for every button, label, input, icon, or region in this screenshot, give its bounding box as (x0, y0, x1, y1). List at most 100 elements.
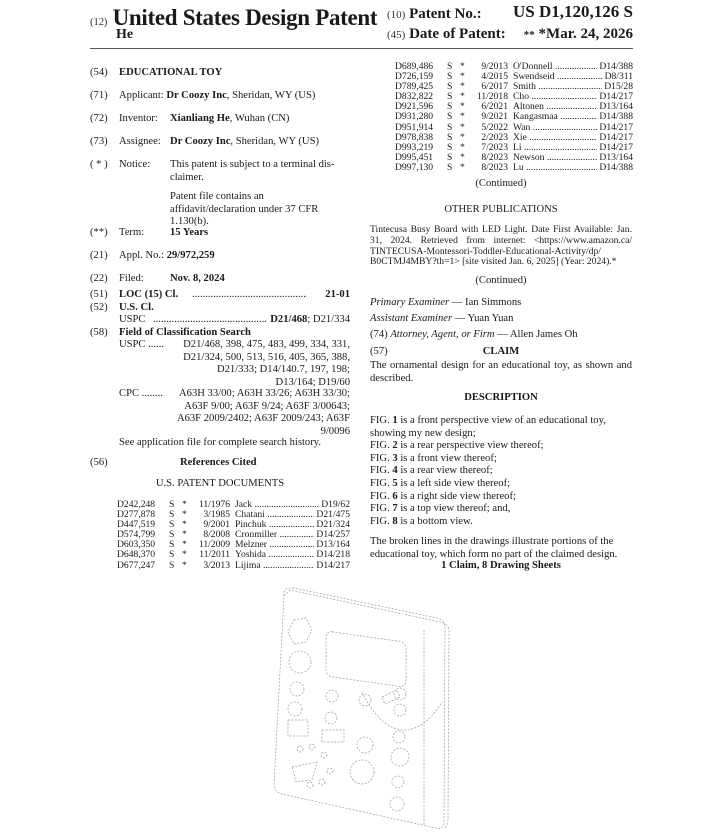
invention-title: EDUCATIONAL TOY (119, 67, 223, 78)
patent-no-label: (10) Patent No.: (387, 6, 482, 22)
reference-kind: S (447, 141, 453, 153)
reference-cls: D14/217 (599, 121, 633, 133)
reference-kind: S (447, 71, 453, 83)
reference-cls: D14/257 (316, 529, 350, 541)
title-text: United States Design Patent (112, 5, 378, 30)
reference-cls: D14/388 (599, 111, 633, 123)
toy-controls (287, 650, 443, 812)
inventor-field: (72) Inventor: Xianliang He, Wuhan (CN) (90, 113, 290, 124)
reference-name: Kangasmaa (513, 112, 597, 122)
header-divider (90, 48, 633, 49)
broken-lines-note: The broken lines in the drawings illustr… (370, 536, 618, 560)
term-field: (**) Term: 15 Years (90, 227, 209, 238)
reference-kind: S (447, 81, 453, 93)
reference-date: 9/2021 (481, 111, 508, 123)
reference-star: * (460, 91, 465, 103)
reference-name: Xie (513, 133, 597, 143)
reference-kind: S (447, 61, 453, 72)
reference-kind: S (447, 121, 453, 133)
reference-date: 8/2008 (203, 529, 230, 541)
reference-date: 11/1976 (198, 499, 230, 510)
continued-note: (Continued) (475, 178, 527, 189)
reference-name: Chatani (235, 510, 314, 520)
claim-heading: CLAIM (482, 346, 520, 357)
reference-name: Swendseid (513, 72, 603, 82)
reference-date: 2/2023 (481, 131, 508, 143)
reference-star: * (182, 509, 187, 521)
figure-description: FIG. 3 is a front view thereof; (370, 452, 497, 464)
reference-cls: D14/218 (316, 549, 350, 561)
figure-description: FIG. 6 is a right side view thereof; (370, 490, 516, 502)
description-heading: DESCRIPTION (464, 392, 538, 403)
reference-num: D997,130 (395, 161, 434, 173)
reference-date: 9/2013 (481, 61, 508, 72)
notice-field: ( * ) Notice: This patent is subject to … (90, 159, 335, 228)
reference-num: D789,425 (395, 81, 434, 93)
reference-name: Yoshida (235, 550, 314, 560)
reference-date: 11/2011 (199, 549, 230, 561)
claim-text: The ornamental design for an educational… (370, 360, 632, 384)
figure-description: FIG. 5 is a left side view thereof; (370, 477, 511, 489)
reference-date: 6/2021 (481, 101, 508, 113)
reference-date: 9/2001 (203, 519, 230, 531)
reference-kind: S (169, 499, 175, 510)
reference-date: 11/2018 (476, 91, 508, 103)
reference-star: * (460, 71, 465, 83)
reference-date: 5/2022 (481, 121, 508, 133)
application-number-field: (21) Appl. No.: 29/972,259 (90, 250, 215, 261)
hexagon-button-icon (287, 617, 313, 645)
reference-cls: D14/388 (599, 61, 633, 72)
references-list-right: D689,486S*9/2013O'DonnellD14/388D726,159… (395, 61, 633, 173)
uspc-classes: D21/468, 398, 475, 483, 499, 334, 331,D2… (183, 339, 350, 389)
reference-name: Lijima (235, 561, 314, 571)
reference-date: 8/2023 (481, 161, 508, 173)
reference-name: Pinchuk (235, 520, 314, 530)
reference-star: * (182, 529, 187, 541)
reference-date: 7/2023 (481, 141, 508, 153)
figure-description: FIG. 8 is a bottom view. (370, 515, 473, 527)
reference-num: D689,486 (395, 61, 434, 72)
uspc-line: D21/468, 398, 475, 483, 499, 334, 331, (183, 339, 350, 350)
reference-star: * (460, 61, 465, 72)
reference-kind: S (169, 559, 175, 571)
educational-toy-drawing (273, 587, 450, 829)
reference-name: Jack (235, 500, 319, 510)
title-field: (54) EDUCATIONAL TOY (90, 67, 223, 78)
reference-name: Li (513, 143, 597, 153)
reference-kind: S (447, 101, 453, 113)
reference-num: D447,519 (117, 519, 156, 531)
assistant-examiner: Assistant Examiner — Yuan Yuan (370, 313, 514, 324)
cpc-classes: A63H 33/00; A63H 33/26; A63H 33/30;A63F … (177, 388, 350, 438)
reference-star: * (182, 539, 187, 551)
patent-number: US D1,120,126 S (513, 2, 633, 21)
reference-num: D993,219 (395, 141, 434, 153)
reference-cls: D13/164 (599, 101, 633, 113)
reference-num: D978,838 (395, 131, 434, 143)
reference-num: D921,596 (395, 101, 434, 113)
reference-num: D726,159 (395, 71, 434, 83)
uspc-line: D13/164; D19/60 (275, 376, 350, 388)
figure-description: FIG. 7 is a top view thereof; and, (370, 503, 511, 515)
reference-cls: D8/311 (604, 71, 633, 83)
uspc-line: D21/324, 500, 513, 516, 405, 365, 388, (183, 351, 350, 363)
reference-kind: S (447, 91, 453, 103)
references-cited-heading: (56) References Cited (90, 457, 257, 468)
cpc-line: A63H 33/00; A63H 33/26; A63H 33/30; (179, 388, 350, 399)
reference-kind: S (447, 131, 453, 143)
reference-name: Smith (513, 82, 602, 92)
applicant-field: (71) Applicant: Dr Coozy Inc, Sheridan, … (90, 90, 316, 101)
reference-num: D832,822 (395, 91, 434, 103)
reference-cls: D19/62 (321, 499, 350, 510)
reference-date: 3/2013 (203, 559, 230, 571)
reference-star: * (460, 141, 465, 153)
primary-examiner: Primary Examiner — Ian Simmons (370, 297, 522, 308)
reference-kind: S (447, 111, 453, 123)
references-list-left: D242,248S*11/1976JackD19/62D277,878S*3/1… (117, 499, 350, 571)
reference-star: * (182, 519, 187, 531)
reference-cls: D14/217 (599, 131, 633, 143)
